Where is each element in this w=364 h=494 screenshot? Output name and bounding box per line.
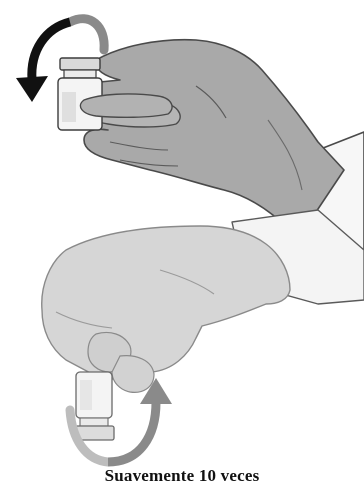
bottom-gloved-hand <box>42 226 290 392</box>
instruction-caption: Suavemente 10 veces <box>0 466 364 486</box>
top-index-finger <box>80 94 172 117</box>
top-vial <box>58 58 102 130</box>
bottom-vial <box>74 372 114 440</box>
top-gloved-hand <box>74 40 344 236</box>
